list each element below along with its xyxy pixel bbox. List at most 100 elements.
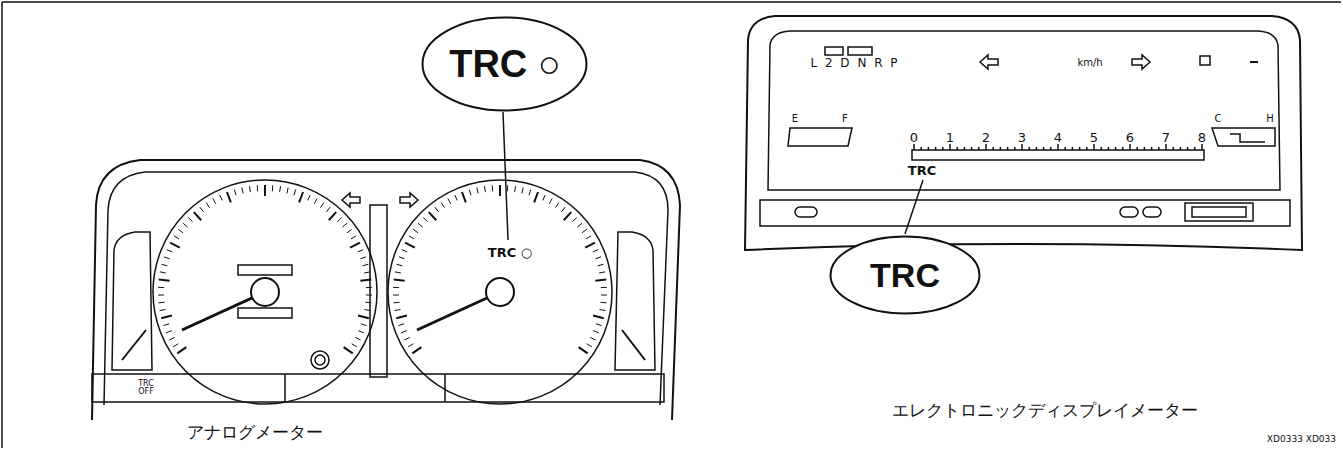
bubble-ellipse xyxy=(423,18,587,111)
bar-tick xyxy=(992,147,994,150)
dial-tick xyxy=(194,212,201,220)
dial-tick xyxy=(314,199,317,204)
dial-tick xyxy=(529,189,531,195)
bar-tick xyxy=(1014,147,1016,150)
indicator-symbol xyxy=(1200,56,1210,65)
scale-number: 6 xyxy=(1126,131,1134,145)
meter-marking: km/h xyxy=(1077,57,1102,68)
dial-tick xyxy=(499,185,501,196)
dial-tick xyxy=(507,185,508,191)
dial-tick xyxy=(174,236,179,239)
dial-tick xyxy=(206,203,209,208)
scale-number: 1 xyxy=(946,131,954,145)
dial-tick xyxy=(162,264,168,266)
dial-tick xyxy=(321,203,324,208)
dial-tick xyxy=(342,223,347,227)
dial-tick xyxy=(344,347,353,353)
bar-tick xyxy=(935,147,937,150)
bar-tick xyxy=(1129,144,1131,150)
bar-tick xyxy=(1036,147,1038,150)
scale-number: 8 xyxy=(1198,131,1206,145)
button xyxy=(795,207,817,217)
dial-tick xyxy=(299,192,303,202)
dial-tick xyxy=(435,207,439,212)
dial-tick xyxy=(272,185,273,191)
bar-tick xyxy=(1144,147,1146,150)
dial-tick xyxy=(399,257,405,259)
bar-tick xyxy=(1021,144,1023,150)
callout-bubble: TRC ○ xyxy=(421,16,588,112)
dial-tick xyxy=(398,324,404,326)
strip-divider xyxy=(284,374,286,402)
meter-marking: TRC OFF xyxy=(136,380,157,396)
speedometer-dial xyxy=(153,180,377,404)
bar-tick xyxy=(1108,147,1110,150)
meter-marking: TRC xyxy=(908,164,936,178)
dial-tick xyxy=(577,223,582,227)
dial-tick xyxy=(170,243,180,248)
turn-signal-left xyxy=(980,55,998,69)
trip-knob xyxy=(315,355,325,365)
dial-tick xyxy=(543,195,546,200)
dial-tick xyxy=(462,192,466,202)
bar-tick xyxy=(1028,147,1030,150)
bar-tick xyxy=(1165,144,1167,150)
dial-tick xyxy=(213,199,216,204)
button xyxy=(1143,207,1161,217)
dial-tick xyxy=(366,287,372,288)
dial-tick xyxy=(556,203,559,208)
dial-tick xyxy=(234,189,236,195)
dial-tick xyxy=(279,186,281,192)
dial-tick xyxy=(360,257,366,259)
dial-tick xyxy=(601,294,607,295)
cluster-housing xyxy=(92,160,680,420)
bar-tick xyxy=(956,147,958,150)
dial-tick xyxy=(395,272,401,273)
bar-tick xyxy=(985,144,987,150)
dial-tick xyxy=(220,195,223,200)
bar-tick xyxy=(920,147,922,150)
meter-marking: C xyxy=(1215,113,1222,124)
callout-text: TRC ○ xyxy=(449,43,561,86)
dial-tick xyxy=(364,272,370,273)
dial-tick xyxy=(249,186,251,192)
scale-number: 0 xyxy=(910,131,918,145)
scale-number: 4 xyxy=(1054,131,1062,145)
odometer-display xyxy=(1185,203,1253,221)
bar-tick xyxy=(1050,147,1052,150)
dial-tick xyxy=(355,337,360,340)
bar-tick xyxy=(1093,144,1095,150)
dial-tick xyxy=(159,302,165,304)
bar-tick xyxy=(928,147,930,150)
dial-tick xyxy=(169,337,174,340)
meter-marking: H xyxy=(1266,113,1274,124)
dial-tick xyxy=(395,310,401,311)
bar-tick xyxy=(1194,147,1196,150)
dial-tick xyxy=(441,203,444,208)
dial-tick xyxy=(363,264,369,266)
bar-tick xyxy=(1043,147,1045,150)
dial-tick xyxy=(163,324,169,326)
bar-tick xyxy=(978,147,980,150)
dial-tick xyxy=(595,257,601,259)
lower-bar xyxy=(760,200,1290,226)
turn-signal-right xyxy=(1132,55,1150,69)
indicator-symbol xyxy=(1250,61,1258,63)
dial-tick xyxy=(593,315,604,318)
dial-tick xyxy=(397,264,403,266)
dial-tick xyxy=(534,192,538,202)
dial-tick xyxy=(361,324,367,326)
dial-tick xyxy=(598,264,604,266)
dial-tick xyxy=(492,185,493,191)
dial-tick xyxy=(257,185,258,191)
dial-tick xyxy=(158,294,164,295)
cluster-bezel xyxy=(104,172,668,405)
bar-tick xyxy=(1122,147,1124,150)
dial-tick xyxy=(601,287,607,288)
dial-tick xyxy=(358,331,364,333)
dial-tick xyxy=(455,195,458,200)
bar-tick xyxy=(1057,144,1059,150)
bar-tick xyxy=(1115,147,1117,150)
